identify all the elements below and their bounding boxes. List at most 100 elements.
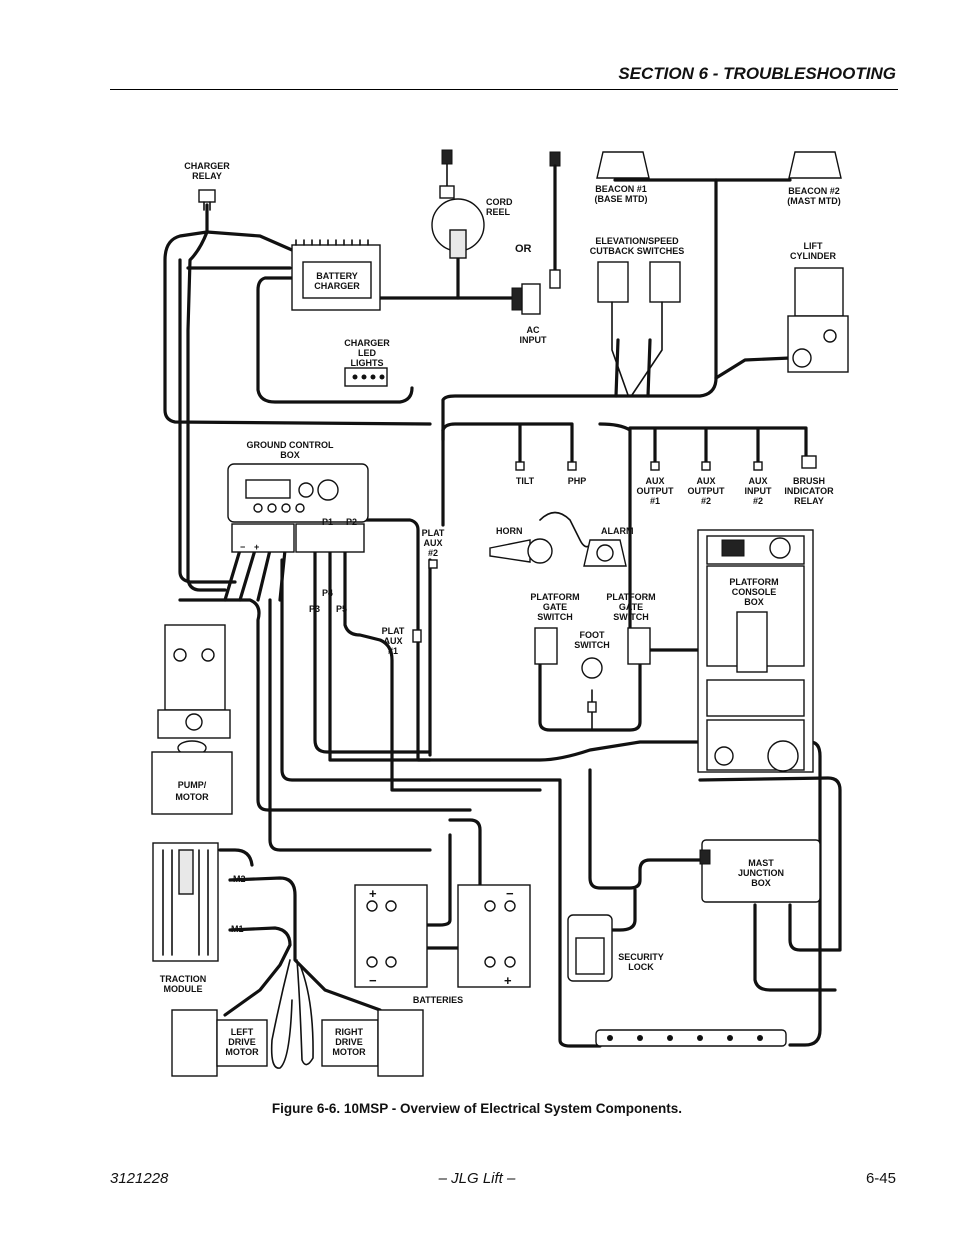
left-drive-motor: LEFT DRIVE MOTOR: [171, 1009, 268, 1077]
horn: HORN: [489, 526, 553, 564]
svg-text:M2: M2: [233, 874, 246, 884]
svg-text:#1: #1: [388, 646, 398, 656]
svg-text:BATTERY: BATTERY: [316, 271, 358, 281]
svg-text:P3: P3: [309, 604, 320, 614]
svg-text:AUX: AUX: [645, 476, 664, 486]
svg-text:CORD: CORD: [486, 197, 513, 207]
svg-text:LIGHTS: LIGHTS: [351, 358, 384, 368]
traction-module: M2 M1 TRACTION MODULE: [152, 842, 246, 994]
batteries: + − − + BATTERIES: [354, 884, 531, 1005]
svg-text:SWITCH: SWITCH: [537, 612, 573, 622]
output-connectors: TILT PHP AUX OUTPUT #1 AUX OUTPUT #2 AUX…: [515, 455, 834, 506]
svg-text:LED: LED: [358, 348, 377, 358]
svg-text:+: +: [504, 973, 512, 988]
svg-text:M1: M1: [231, 924, 244, 934]
svg-text:PLAT: PLAT: [382, 626, 405, 636]
security-lock: SECURITY LOCK: [567, 914, 664, 982]
svg-text:AC: AC: [527, 325, 540, 335]
svg-text:JUNCTION: JUNCTION: [738, 868, 784, 878]
platform-gate-switch-left: PLATFORM GATE SWITCH: [530, 592, 580, 665]
svg-text:P1: P1: [322, 517, 333, 527]
right-drive-motor: RIGHT DRIVE MOTOR: [321, 1009, 424, 1077]
svg-text:PUMP/: PUMP/: [178, 780, 207, 790]
svg-text:INDICATOR: INDICATOR: [784, 486, 834, 496]
svg-text:−: −: [369, 973, 377, 988]
svg-text:ALARM: ALARM: [601, 526, 634, 536]
mast-junction-box: MAST JUNCTION BOX: [699, 839, 821, 903]
svg-text:CUTBACK SWITCHES: CUTBACK SWITCHES: [590, 246, 685, 256]
svg-text:BOX: BOX: [744, 597, 764, 607]
svg-text:HORN: HORN: [496, 526, 523, 536]
svg-text:GROUND CONTROL: GROUND CONTROL: [247, 440, 334, 450]
svg-text:PLAT: PLAT: [422, 528, 445, 538]
svg-text:REEL: REEL: [486, 207, 511, 217]
pump-motor: PUMP/ MOTOR: [151, 624, 233, 815]
svg-text:CYLINDER: CYLINDER: [790, 251, 837, 261]
svg-text:INPUT: INPUT: [745, 486, 773, 496]
svg-text:#2: #2: [428, 548, 438, 558]
cord-reel: CORD REEL OR: [431, 197, 532, 259]
svg-text:BEACON #1: BEACON #1: [595, 184, 647, 194]
beacon-2: BEACON #2 (MAST MTD): [787, 151, 842, 206]
svg-text:P2: P2: [346, 517, 357, 527]
elevation-speed-cutback-switches: ELEVATION/SPEED CUTBACK SWITCHES: [590, 236, 685, 396]
svg-text:OR: OR: [515, 243, 532, 255]
svg-text:CONSOLE: CONSOLE: [732, 587, 777, 597]
svg-text:INPUT: INPUT: [520, 335, 548, 345]
svg-text:AUX: AUX: [423, 538, 442, 548]
svg-text:BOX: BOX: [751, 878, 771, 888]
svg-text:MOTOR: MOTOR: [225, 1047, 259, 1057]
svg-text:#1: #1: [650, 496, 660, 506]
svg-text:P5: P5: [336, 604, 347, 614]
section-title: SECTION 6 - TROUBLESHOOTING: [618, 64, 896, 83]
ground-control-box: GROUND CONTROL BOX − + P1 P2 P4 P3 P5: [227, 440, 369, 614]
lift-cylinder: LIFT CYLINDER: [787, 241, 849, 373]
svg-text:−: −: [240, 542, 245, 552]
svg-text:BOX: BOX: [280, 450, 300, 460]
svg-text:SECURITY: SECURITY: [618, 952, 664, 962]
svg-text:CHARGER: CHARGER: [184, 161, 230, 171]
svg-text:LEFT: LEFT: [231, 1027, 254, 1037]
svg-text:FOOT: FOOT: [580, 630, 605, 640]
charger-relay: CHARGER RELAY: [184, 161, 230, 211]
svg-text:ELEVATION/SPEED: ELEVATION/SPEED: [595, 236, 679, 246]
svg-text:AUX: AUX: [383, 636, 402, 646]
svg-text:CHARGER: CHARGER: [344, 338, 390, 348]
svg-text:#2: #2: [753, 496, 763, 506]
svg-text:OUTPUT: OUTPUT: [637, 486, 675, 496]
svg-text:AUX: AUX: [696, 476, 715, 486]
plat-aux-2: PLAT AUX #2: [422, 528, 445, 569]
svg-text:BATTERIES: BATTERIES: [413, 995, 463, 1005]
svg-text:OUTPUT: OUTPUT: [688, 486, 726, 496]
page-number: 6-45: [865, 1170, 896, 1187]
svg-text:GATE: GATE: [543, 602, 567, 612]
svg-text:TRACTION: TRACTION: [160, 974, 207, 984]
svg-text:MOTOR: MOTOR: [175, 792, 209, 802]
svg-text:(MAST MTD): (MAST MTD): [787, 196, 841, 206]
charger-led-lights: CHARGER LED LIGHTS: [344, 338, 390, 387]
svg-text:RELAY: RELAY: [794, 496, 824, 506]
plat-aux-1: PLAT AUX #1: [382, 626, 422, 656]
svg-text:PHP: PHP: [568, 476, 587, 486]
battery-charger: BATTERY CHARGER: [291, 239, 381, 311]
svg-text:DRIVE: DRIVE: [335, 1037, 363, 1047]
svg-text:GATE: GATE: [619, 602, 643, 612]
plug-icon: [439, 149, 455, 199]
svg-text:MOTOR: MOTOR: [332, 1047, 366, 1057]
svg-text:RELAY: RELAY: [192, 171, 222, 181]
svg-text:TILT: TILT: [516, 476, 535, 486]
svg-text:BEACON #2: BEACON #2: [788, 186, 840, 196]
svg-text:MODULE: MODULE: [164, 984, 203, 994]
svg-text:+: +: [254, 542, 259, 552]
svg-text:LIFT: LIFT: [804, 241, 823, 251]
svg-text:−: −: [506, 886, 514, 901]
svg-text:PLATFORM: PLATFORM: [606, 592, 655, 602]
svg-text:LOCK: LOCK: [628, 962, 654, 972]
svg-text:DRIVE: DRIVE: [228, 1037, 256, 1047]
svg-text:RIGHT: RIGHT: [335, 1027, 364, 1037]
harness-connector-strip: [595, 1029, 787, 1047]
svg-text:SWITCH: SWITCH: [613, 612, 649, 622]
figure-caption: Figure 6-6. 10MSP - Overview of Electric…: [271, 1101, 683, 1116]
svg-text:PLATFORM: PLATFORM: [729, 577, 778, 587]
